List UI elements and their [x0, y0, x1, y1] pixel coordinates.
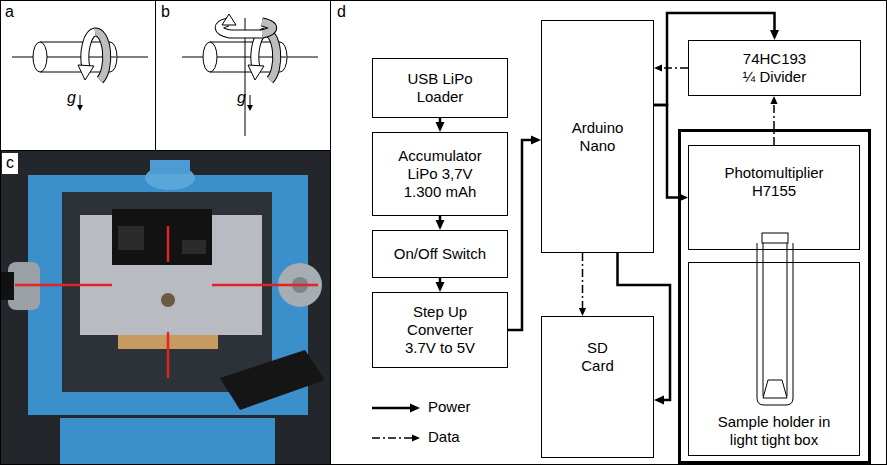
block-label: Photomultiplier H7155	[714, 164, 834, 200]
arrow-head	[222, 14, 236, 25]
light-tight-housing	[680, 131, 870, 463]
cuvette-wall	[757, 243, 793, 405]
data-connector	[773, 101, 775, 145]
cuvette-bottom	[763, 380, 787, 398]
rotation-arrow	[95, 32, 107, 80]
panel-letter: c	[2, 153, 18, 174]
setup-photo	[0, 151, 330, 465]
axis-line	[182, 57, 318, 58]
rotation-arrow	[265, 32, 277, 80]
axis-line	[12, 57, 148, 58]
block-box: Arduino Nano	[541, 20, 654, 253]
rotation-sketch	[12, 32, 148, 111]
rotation-axis	[167, 226, 170, 262]
block-label: On/Off Switch	[394, 245, 486, 263]
rotation-arrow	[265, 32, 277, 80]
plate-hole	[161, 293, 175, 307]
block-label: USB LiPo Loader	[395, 70, 485, 106]
rear-mount	[150, 160, 190, 174]
legend-sample	[372, 407, 414, 410]
rotation-arrow	[85, 32, 95, 68]
cuvette-cap	[762, 233, 788, 243]
box-detail	[182, 240, 206, 254]
rotation-arrow	[262, 22, 273, 34]
block-box: On/Off Switch	[372, 230, 508, 278]
arrow-head	[248, 65, 264, 80]
cuvette-wall	[763, 243, 787, 396]
cuvette	[757, 233, 793, 405]
panel-divider	[155, 0, 156, 150]
block-label: SD Card	[573, 339, 623, 375]
rotation-arrow	[262, 22, 273, 34]
data-connector	[582, 253, 584, 311]
legend-sample	[372, 437, 415, 439]
left-motor	[0, 272, 14, 300]
battery-case	[220, 350, 325, 410]
block-box: SD Card	[541, 316, 654, 458]
block-box: Step Up Converter 3.7V to 5V	[372, 292, 508, 368]
rotation-sketch	[182, 14, 318, 136]
cylinder-end	[33, 42, 47, 72]
legend-label: Data	[428, 428, 460, 446]
gravity-symbol: g	[237, 89, 246, 107]
block-box: Photomultiplier H7155	[688, 145, 860, 250]
power-connector	[439, 118, 442, 126]
panel-divider	[0, 150, 330, 151]
frame-base	[60, 418, 275, 465]
panel-letter: d	[337, 3, 346, 21]
block-box: USB LiPo Loader	[372, 58, 508, 118]
power-connector	[654, 105, 682, 198]
panel-divider	[330, 0, 331, 465]
power-connector	[618, 253, 671, 400]
data-connector	[659, 67, 688, 69]
box-detail	[118, 226, 144, 250]
block-label: 74HC193 ¼ Divider	[739, 50, 811, 86]
block-label: Step Up Converter 3.7V to 5V	[397, 303, 483, 357]
block-label: Sample holder in light tight box	[709, 413, 839, 449]
panel-letter: b	[161, 3, 170, 21]
power-connector	[439, 278, 442, 286]
detector-box	[112, 209, 212, 265]
frame-opening	[62, 192, 272, 392]
block-box: 74HC193 ¼ Divider	[688, 40, 861, 96]
gravity-arrow	[247, 105, 253, 111]
photo-ground	[0, 151, 330, 465]
block-box: Sample holder in light tight box	[688, 262, 860, 456]
power-connector	[508, 140, 535, 330]
rotation-arrow	[95, 32, 107, 80]
block-label: Arduino Nano	[558, 119, 638, 155]
block-label: Accumulator LiPo 3,7V 1.300 mAh	[390, 147, 490, 201]
rotation-axis	[212, 284, 318, 287]
rotation-axis	[15, 284, 112, 287]
axis-line	[245, 42, 246, 72]
rotation-arrow	[85, 32, 95, 68]
arrow-head	[78, 65, 94, 80]
legend-label: Power	[428, 398, 471, 416]
block-box: Accumulator LiPo 3,7V 1.300 mAh	[372, 132, 508, 216]
panel-letter: a	[5, 3, 14, 21]
power-connector	[439, 216, 442, 224]
gravity-symbol: g	[67, 89, 76, 107]
rotation-axis	[167, 332, 170, 378]
cylinder-end	[203, 42, 217, 72]
gravity-arrow	[77, 105, 83, 111]
